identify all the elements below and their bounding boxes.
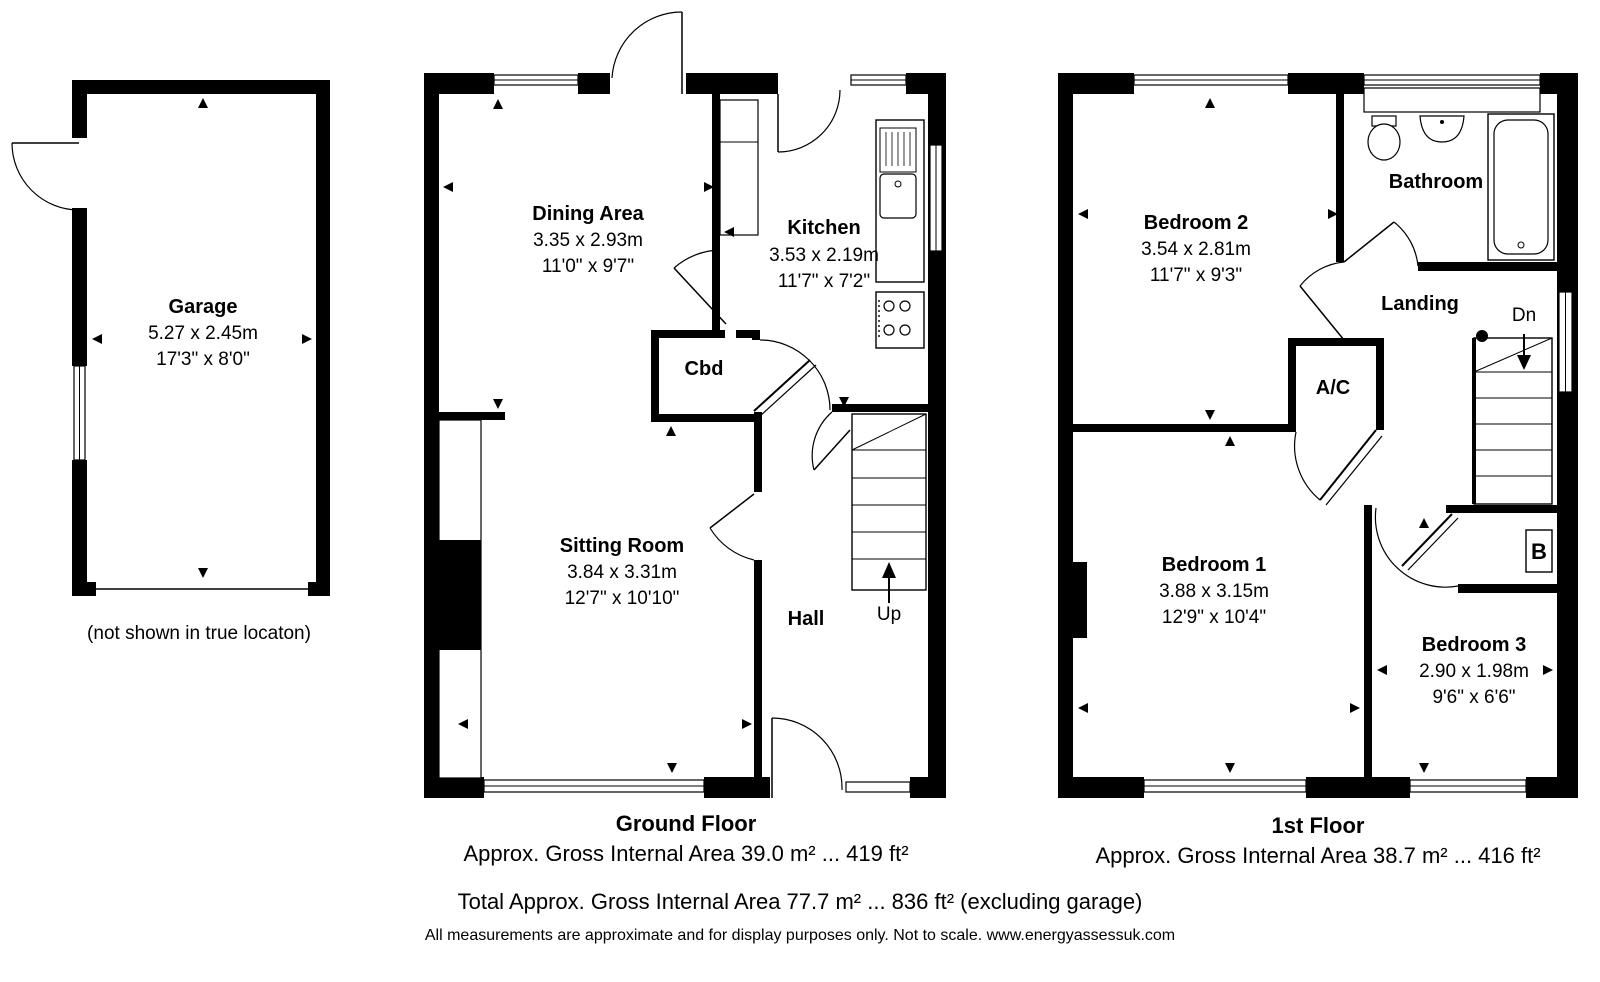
cbd-name: Cbd: [685, 358, 724, 380]
dining-size-m: 3.35 x 2.93m: [533, 230, 643, 251]
sitting-size-m: 3.84 x 3.31m: [567, 562, 677, 583]
bathroom-name: Bathroom: [1389, 171, 1483, 193]
bedroom3-name: Bedroom 3: [1422, 634, 1526, 656]
bedroom1-name: Bedroom 1: [1162, 554, 1266, 576]
ground-floor-plan: [424, 11, 946, 798]
first-floor-label: 1st Floor: [1272, 813, 1365, 838]
hall-name: Hall: [788, 608, 825, 630]
garage-size-ft: 17'3" x 8'0": [156, 349, 250, 370]
ground-floor-label: Ground Floor: [616, 811, 757, 836]
kitchen-name: Kitchen: [787, 217, 860, 239]
bedroom3-size-m: 2.90 x 1.98m: [1419, 661, 1529, 682]
bedroom1-size-m: 3.88 x 3.15m: [1159, 581, 1269, 602]
dining-name: Dining Area: [532, 203, 644, 225]
first-floor-plan: [1058, 73, 1578, 798]
garage-name: Garage: [169, 296, 238, 318]
stairs-down-label: Dn: [1512, 305, 1536, 326]
bedroom2-name: Bedroom 2: [1144, 212, 1248, 234]
labels: Garage 5.27 x 2.45m 17'3" x 8'0" (not sh…: [87, 171, 1547, 944]
boiler-label: B: [1531, 539, 1547, 564]
kitchen-size-ft: 11'7" x 7'2": [778, 271, 870, 292]
sitting-size-ft: 12'7" x 10'10": [565, 588, 680, 609]
bedroom2-size-ft: 11'7" x 9'3": [1150, 265, 1242, 286]
garage-side-door: [11, 142, 80, 211]
disclaimer: All measurements are approximate and for…: [425, 927, 1175, 944]
sitting-name: Sitting Room: [560, 535, 684, 557]
garage-size-m: 5.27 x 2.45m: [148, 323, 258, 344]
landing-name: Landing: [1381, 293, 1459, 315]
dining-size-ft: 11'0" x 9'7": [542, 256, 634, 277]
stairs-up-label: Up: [877, 604, 901, 625]
kitchen-size-m: 3.53 x 2.19m: [769, 245, 879, 266]
bedroom2-size-m: 3.54 x 2.81m: [1141, 239, 1251, 260]
bedroom1-size-ft: 12'9" x 10'4": [1162, 607, 1266, 628]
first-floor-area: Approx. Gross Internal Area 38.7 m² ... …: [1095, 843, 1540, 868]
total-area: Total Approx. Gross Internal Area 77.7 m…: [458, 889, 1143, 914]
garage-note: (not shown in true locaton): [87, 623, 311, 644]
ac-name: A/C: [1316, 377, 1350, 399]
bedroom3-size-ft: 9'6" x 6'6": [1432, 687, 1515, 708]
garage-plan: [11, 80, 330, 596]
ground-floor-area: Approx. Gross Internal Area 39.0 m² ... …: [463, 841, 908, 866]
